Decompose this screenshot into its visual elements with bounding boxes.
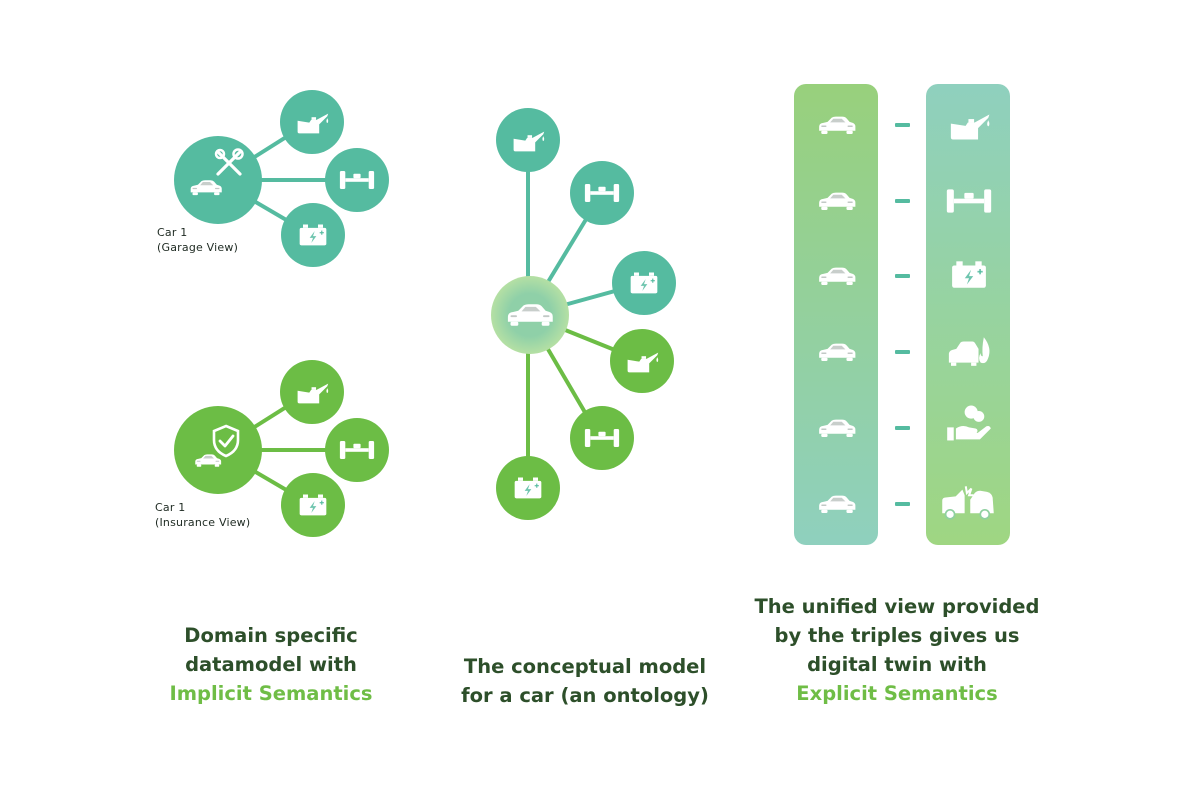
caption-left: Domain specific datamodel with Implicit … (131, 621, 411, 708)
triple-connector (895, 350, 910, 354)
garage-view-cluster (174, 90, 389, 267)
insurance-view-label: Car 1 (Insurance View) (155, 500, 250, 530)
triple-connector (895, 123, 910, 127)
triple-connector (895, 199, 910, 203)
ontology-cluster (491, 108, 676, 520)
caption-right-line3: digital twin with (807, 653, 987, 676)
caption-middle: The conceptual model for a car (an ontol… (430, 652, 740, 710)
garage-view-label: Car 1 (Garage View) (157, 225, 238, 255)
unified-right-column (926, 84, 1010, 545)
caption-left-line1: Domain specific (184, 624, 358, 647)
triple-connector (895, 502, 910, 506)
unified-view (794, 84, 1010, 545)
triple-connector (895, 274, 910, 278)
caption-left-accent: Implicit Semantics (169, 682, 373, 705)
insurance-label-line1: Car 1 (155, 501, 186, 514)
unified-left-column (794, 84, 878, 545)
triple-connector (895, 426, 910, 430)
caption-middle-line1: The conceptual model (463, 655, 707, 678)
garage-label-line2: (Garage View) (157, 241, 239, 254)
caption-right-accent: Explicit Semantics (796, 682, 998, 705)
caption-right: The unified view provided by the triples… (732, 592, 1062, 708)
caption-right-line1: The unified view provided (754, 595, 1040, 618)
caption-right-line2: by the triples gives us (774, 624, 1020, 647)
triple-connectors (895, 123, 910, 506)
insurance-view-cluster (174, 360, 389, 537)
caption-middle-line2: for a car (an ontology) (461, 684, 709, 707)
garage-label-line1: Car 1 (157, 226, 188, 239)
caption-left-line2: datamodel with (185, 653, 357, 676)
insurance-label-line2: (Insurance View) (155, 516, 251, 529)
